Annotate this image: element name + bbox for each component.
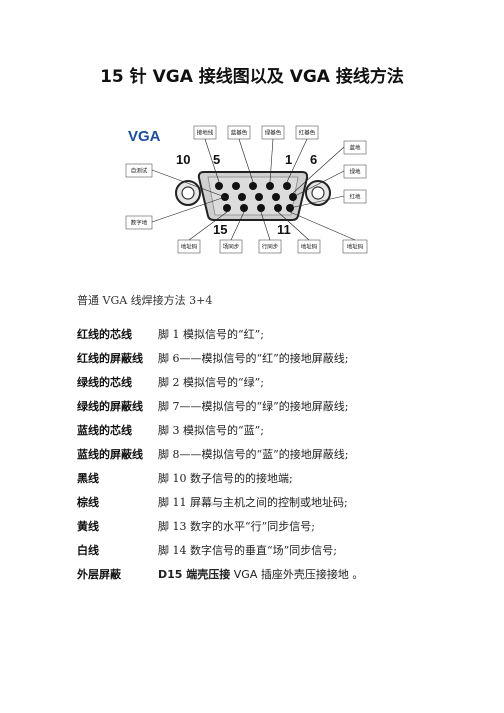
left-label: 数字地	[131, 219, 148, 227]
leader-line	[260, 211, 271, 241]
wire-desc: 脚 10 数子信号的的接地端;	[158, 472, 293, 485]
pin-number: 5	[213, 152, 220, 167]
label-box	[343, 164, 367, 179]
wire-desc: 脚 2 模拟信号的“绿”;	[158, 376, 264, 389]
leader-line	[269, 138, 274, 183]
pin-number: 10	[176, 152, 190, 167]
label-box	[343, 189, 367, 204]
bottom-label: 地址码	[301, 243, 318, 251]
pin-number: 11	[277, 222, 291, 237]
list-item: 黑线 脚 10 数子信号的的接地端;	[77, 470, 477, 494]
list-item: 棕线 脚 11 屏幕与主机之间的控制或地址码;	[77, 494, 477, 518]
wire-desc: 脚 13 数字的水平“行”同步信号;	[158, 520, 315, 533]
top-label: 接地线	[197, 129, 214, 137]
wire-desc-group: D15 端壳压接 VGA 插座外壳压接接地 。	[158, 566, 363, 582]
bottom-label: 场同步	[223, 243, 240, 251]
top-label: 蓝基色	[231, 129, 248, 137]
wire-desc: 脚 1 模拟信号的“红”;	[158, 328, 264, 341]
left-label: 自测试	[131, 167, 148, 175]
pin	[238, 193, 246, 201]
vga-pinout-diagram: VGA 接地线 蓝基色 绿基色 红基色 蓝地 绿地 红地 自测试 数字地	[122, 120, 384, 258]
pin	[240, 204, 248, 212]
wire-desc: 脚 8——模拟信号的“蓝”的接地屏蔽线;	[158, 448, 349, 461]
pin	[215, 182, 223, 190]
wiring-list: 红线的芯线 脚 1 模拟信号的“红”; 红线的屏蔽线 脚 6——模拟信号的“红”…	[77, 326, 477, 590]
wire-desc: 脚 3 模拟信号的“蓝”;	[158, 424, 264, 437]
pin	[274, 204, 282, 212]
wire-name: 绿线的屏蔽线	[77, 400, 143, 413]
top-label: 绿基色	[265, 129, 282, 137]
leader-line	[151, 169, 226, 198]
pin	[223, 204, 231, 212]
connector	[175, 171, 331, 221]
pin	[266, 182, 274, 190]
right-label: 蓝地	[349, 144, 361, 152]
intro-text: 普通 VGA 线焊接方法 3+4	[77, 294, 213, 307]
leader-line	[238, 138, 254, 183]
leader-line	[230, 211, 245, 241]
leader-line	[292, 146, 345, 194]
wire-name: 绿线的芯线	[77, 376, 132, 389]
pin	[257, 204, 265, 212]
wire-desc: 脚 6——模拟信号的“红”的接地屏蔽线;	[158, 352, 349, 365]
list-item: 外层屏蔽 D15 端壳压接 VGA 插座外壳压接接地 。	[77, 566, 477, 590]
pin	[249, 182, 257, 190]
wire-desc: VGA 插座外壳压接接地 。	[230, 568, 364, 581]
wire-desc-bold: D15 端壳压接	[158, 568, 231, 581]
list-item: 蓝线的屏蔽线 脚 8——模拟信号的“蓝”的接地屏蔽线;	[77, 446, 477, 470]
right-label: 红地	[349, 193, 361, 201]
label-box	[125, 163, 153, 178]
bottom-label: 行同步	[262, 243, 279, 251]
pin	[255, 193, 263, 201]
bottom-label: 地址码	[347, 243, 364, 251]
wire-desc: 脚 7——模拟信号的“绿”的接地屏蔽线;	[158, 400, 349, 413]
list-item: 黄线 脚 13 数字的水平“行”同步信号;	[77, 518, 477, 542]
top-label: 红基色	[299, 129, 316, 137]
wire-name: 蓝线的屏蔽线	[77, 448, 143, 461]
right-label: 绿地	[349, 168, 361, 176]
wire-name: 黑线	[77, 472, 99, 485]
pin-number: 15	[213, 222, 227, 237]
leader-line	[289, 195, 345, 209]
wire-desc: 脚 11 屏幕与主机之间的控制或地址码;	[158, 496, 348, 509]
bottom-label: 地址码	[181, 243, 198, 251]
page-title: 15 针 VGA 接线图以及 VGA 接线方法	[100, 67, 404, 87]
leader-line	[204, 138, 220, 183]
pin	[272, 193, 280, 201]
wire-name: 棕线	[77, 496, 99, 509]
wire-name: 蓝线的芯线	[77, 424, 132, 437]
wire-desc: 脚 14 数字信号的垂直“场”同步信号;	[158, 544, 337, 557]
pin-number: 1	[285, 152, 292, 167]
pin-number: 6	[310, 152, 317, 167]
wire-name: 白线	[77, 544, 99, 557]
wire-name: 黄线	[77, 520, 99, 533]
wire-name: 外层屏蔽	[77, 568, 121, 581]
list-item: 白线 脚 14 数字信号的垂直“场”同步信号;	[77, 542, 477, 566]
leader-line	[289, 211, 356, 241]
leader-line	[277, 211, 310, 241]
pin	[232, 182, 240, 190]
leader-line	[286, 138, 308, 183]
wire-name: 红线的屏蔽线	[77, 352, 143, 365]
list-item: 红线的屏蔽线 脚 6——模拟信号的“红”的接地屏蔽线;	[77, 350, 477, 374]
leader-line	[151, 196, 226, 223]
leader-line	[292, 170, 345, 198]
list-item: 红线的芯线 脚 1 模拟信号的“红”;	[77, 326, 477, 350]
label-box	[343, 140, 367, 155]
list-item: 绿线的芯线 脚 2 模拟信号的“绿”;	[77, 374, 477, 398]
label-box	[125, 215, 153, 230]
wire-name: 红线的芯线	[77, 328, 132, 341]
vga-logo: VGA	[128, 128, 161, 145]
leader-line	[188, 211, 228, 241]
pin	[283, 182, 291, 190]
list-item: 蓝线的芯线 脚 3 模拟信号的“蓝”;	[77, 422, 477, 446]
list-item: 绿线的屏蔽线 脚 7——模拟信号的“绿”的接地屏蔽线;	[77, 398, 477, 422]
